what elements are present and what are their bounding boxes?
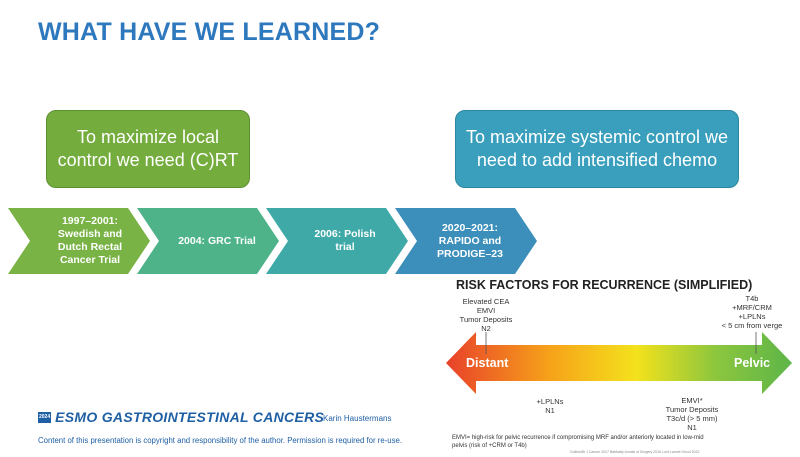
systemic-control-line-1: To maximize systemic control we xyxy=(465,127,729,147)
timeline-item-1-line-3: Dutch Rectal xyxy=(57,241,123,253)
timeline-item-4-line-1: 2020–2021: xyxy=(441,222,499,234)
local-control-box: To maximize local control we need (C)RT xyxy=(46,110,250,188)
author-name: Karin Haustermans xyxy=(323,414,392,423)
chevron-2 xyxy=(137,208,279,274)
risk-top-left-1: Elevated CEA xyxy=(462,297,510,306)
timeline-item-3-line-1: 2006: Polish xyxy=(314,228,376,240)
esmo-brand-logo: 2024 ESMO GASTROINTESTINAL CANCERS xyxy=(38,409,324,425)
risk-bottom-left-1: +LPLNs xyxy=(536,397,564,406)
timeline-item-2: 2004: GRC Trial xyxy=(162,235,272,248)
timeline-item-1-line-1: 1997–2001: xyxy=(61,215,119,227)
reference-line: Gollins/Br J Cancer 2017 Babbatty Annals… xyxy=(570,450,700,454)
slide-title: WHAT HAVE WE LEARNED? xyxy=(38,18,381,46)
timeline-item-3: 2006: Polish trial xyxy=(295,228,395,254)
risk-factors-title: RISK FACTORS FOR RECURRENCE (SIMPLIFIED) xyxy=(456,278,753,292)
systemic-control-box: To maximize systemic control we need to … xyxy=(455,110,739,188)
risk-top-right-3: +LPLNs xyxy=(738,312,766,321)
risk-top-right: T4b +MRF/CRM +LPLNs < 5 cm from verge xyxy=(714,294,790,330)
local-control-line-2: control we need (C)RT xyxy=(57,150,239,170)
risk-top-left: Elevated CEA EMVI Tumor Deposits N2 xyxy=(456,297,516,333)
risk-bottom-right-4: N1 xyxy=(687,423,697,432)
timeline-item-3-line-2: trial xyxy=(335,241,355,253)
risk-bottom-right-1: EMVI* xyxy=(681,396,703,405)
timeline-item-4: 2020–2021: RAPIDO and PRODIGE–23 xyxy=(420,222,520,261)
timeline-item-1: 1997–2001: Swedish and Dutch Rectal Canc… xyxy=(40,215,140,267)
timeline-item-4-line-3: PRODIGE–23 xyxy=(437,248,503,260)
risk-bottom-left-2: N1 xyxy=(545,406,555,415)
copyright-notice: Content of this presentation is copyrigh… xyxy=(38,436,403,445)
risk-top-right-4: < 5 cm from verge xyxy=(721,321,783,330)
risk-top-left-3: Tumor Deposits xyxy=(459,315,513,324)
risk-bottom-right-2: Tumor Deposits xyxy=(665,405,719,414)
local-control-line-1: To maximize local xyxy=(76,127,220,147)
risk-top-right-2: +MRF/CRM xyxy=(732,303,772,312)
distant-label: Distant xyxy=(466,356,509,370)
risk-bottom-right-3: T3c/d (> 5 mm) xyxy=(666,414,718,423)
risk-bottom-left: +LPLNs N1 xyxy=(525,397,575,415)
risk-gradient-arrow xyxy=(446,332,792,394)
emvi-footnote: EMVI= high-risk for pelvic recurrence if… xyxy=(452,434,704,450)
timeline-item-1-line-2: Swedish and xyxy=(57,228,123,240)
timeline-chevrons xyxy=(8,208,537,274)
chevron-4 xyxy=(395,208,537,274)
risk-bottom-right: EMVI* Tumor Deposits T3c/d (> 5 mm) N1 xyxy=(652,396,732,432)
timeline-item-2-line-1: 2004: GRC Trial xyxy=(178,235,256,247)
risk-top-left-2: EMVI xyxy=(476,306,496,315)
chevron-1 xyxy=(8,208,150,274)
risk-top-right-1: T4b xyxy=(745,294,759,303)
timeline-item-1-line-4: Cancer Trial xyxy=(59,254,121,266)
emvi-footnote-line-1: EMVI= high-risk for pelvic recurrence if… xyxy=(452,435,704,441)
brand-text: ESMO GASTROINTESTINAL CANCERS xyxy=(55,409,325,425)
brand-year: 2024 xyxy=(38,411,52,423)
pelvic-label: Pelvic xyxy=(734,356,771,370)
timeline-item-4-line-2: RAPIDO and xyxy=(438,235,502,247)
emvi-footnote-line-2: pelvis (risk of +CRM or T4b) xyxy=(452,443,527,449)
systemic-control-line-2: need to add intensified chemo xyxy=(476,150,718,170)
risk-top-left-4: N2 xyxy=(481,324,491,333)
risk-gradient-shape xyxy=(446,332,792,394)
chevron-3 xyxy=(266,208,408,274)
